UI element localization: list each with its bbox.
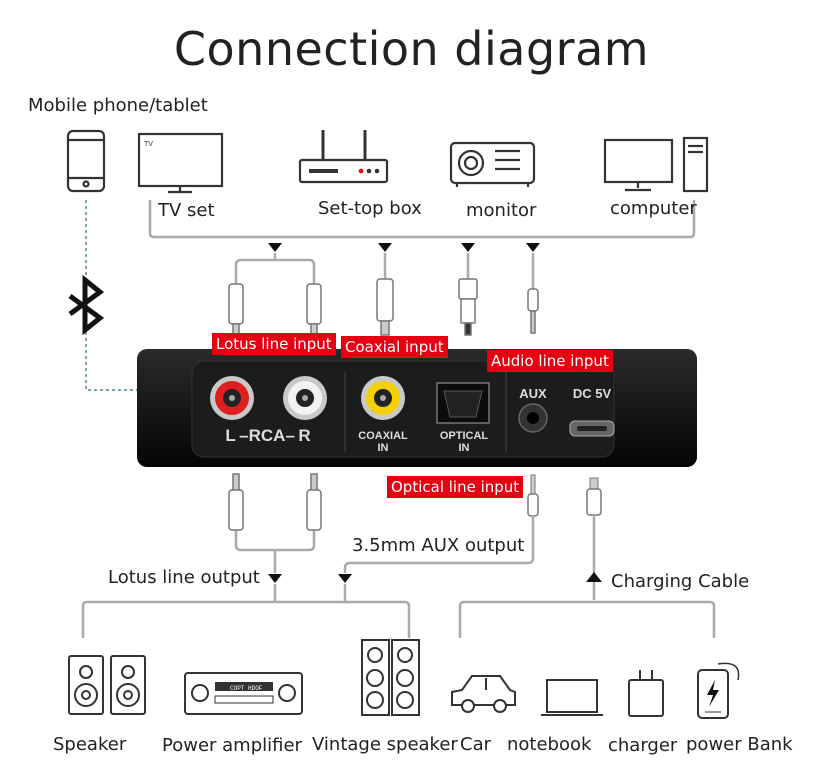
coaxial-input-label: Coaxial input — [341, 336, 448, 358]
aux-input-plug — [527, 288, 539, 334]
computer-label: computer — [610, 198, 697, 219]
car-icon — [451, 675, 516, 713]
charging-cable-label: Charging Cable — [611, 571, 750, 592]
optical-port-in: IN — [458, 442, 470, 454]
set-top-box-icon — [298, 130, 389, 184]
car-label: Car — [460, 734, 491, 755]
rca-output-plugs — [228, 473, 322, 531]
receiver-device — [137, 349, 697, 467]
page-title: Connection diagram — [173, 22, 650, 76]
tv-label: TV set — [158, 200, 215, 221]
audio-input-label: Audio line input — [487, 350, 613, 372]
power-bank-icon — [697, 662, 740, 719]
charger-icon — [628, 670, 664, 717]
dc-port-label: DC 5V — [572, 386, 612, 401]
tv-icon — [137, 132, 224, 194]
down-arrows — [268, 243, 540, 252]
mobile-phone-icon — [66, 129, 106, 193]
rca-input-cable — [234, 253, 316, 285]
powerbank-label: power Bank — [686, 734, 793, 755]
charger-label: charger — [608, 735, 678, 756]
amplifier-label: Power amplifier — [162, 735, 302, 756]
settop-label: Set-top box — [318, 198, 422, 219]
projector-icon — [449, 141, 536, 187]
optical-port-label: OPTICAL — [439, 430, 489, 442]
source-bus — [148, 200, 696, 239]
vintage-speaker-label: Vintage speaker — [312, 734, 458, 755]
rca-output-cable — [234, 530, 316, 573]
svg-text:COPT HDOF: COPT HDOF — [230, 685, 263, 692]
mobile-label: Mobile phone/tablet — [28, 95, 208, 116]
optical-input-plug — [458, 278, 478, 336]
output-arrows — [268, 574, 352, 583]
computer-icon — [603, 136, 709, 193]
aux-port-label: AUX — [519, 386, 547, 401]
rca-port-label: L –RCA– R — [225, 426, 311, 445]
speaker-icon — [68, 655, 146, 715]
coaxial-port-label: COAXIAL — [358, 430, 408, 442]
aux-output-cable — [343, 474, 539, 573]
lotus-input-label: Lotus line input — [212, 333, 336, 355]
svg-text:TV: TV — [144, 141, 153, 148]
lotus-output-label: Lotus line output — [108, 567, 260, 588]
notebook-label: notebook — [507, 734, 592, 755]
coaxial-port-in: IN — [377, 442, 389, 454]
optical-input-label: Optical line input — [387, 476, 524, 498]
speaker-label: Speaker — [53, 734, 127, 755]
notebook-icon — [541, 679, 603, 716]
aux-output-label: 3.5mm AUX output — [352, 535, 525, 556]
monitor-label: monitor — [466, 200, 537, 221]
power-amplifier-icon: COPT HDOF — [184, 672, 303, 715]
vintage-speaker-icon — [361, 639, 420, 716]
bluetooth-icon — [68, 274, 105, 336]
charging-cable — [586, 477, 602, 600]
output-bus — [81, 584, 716, 638]
coaxial-input-plug — [376, 278, 394, 336]
